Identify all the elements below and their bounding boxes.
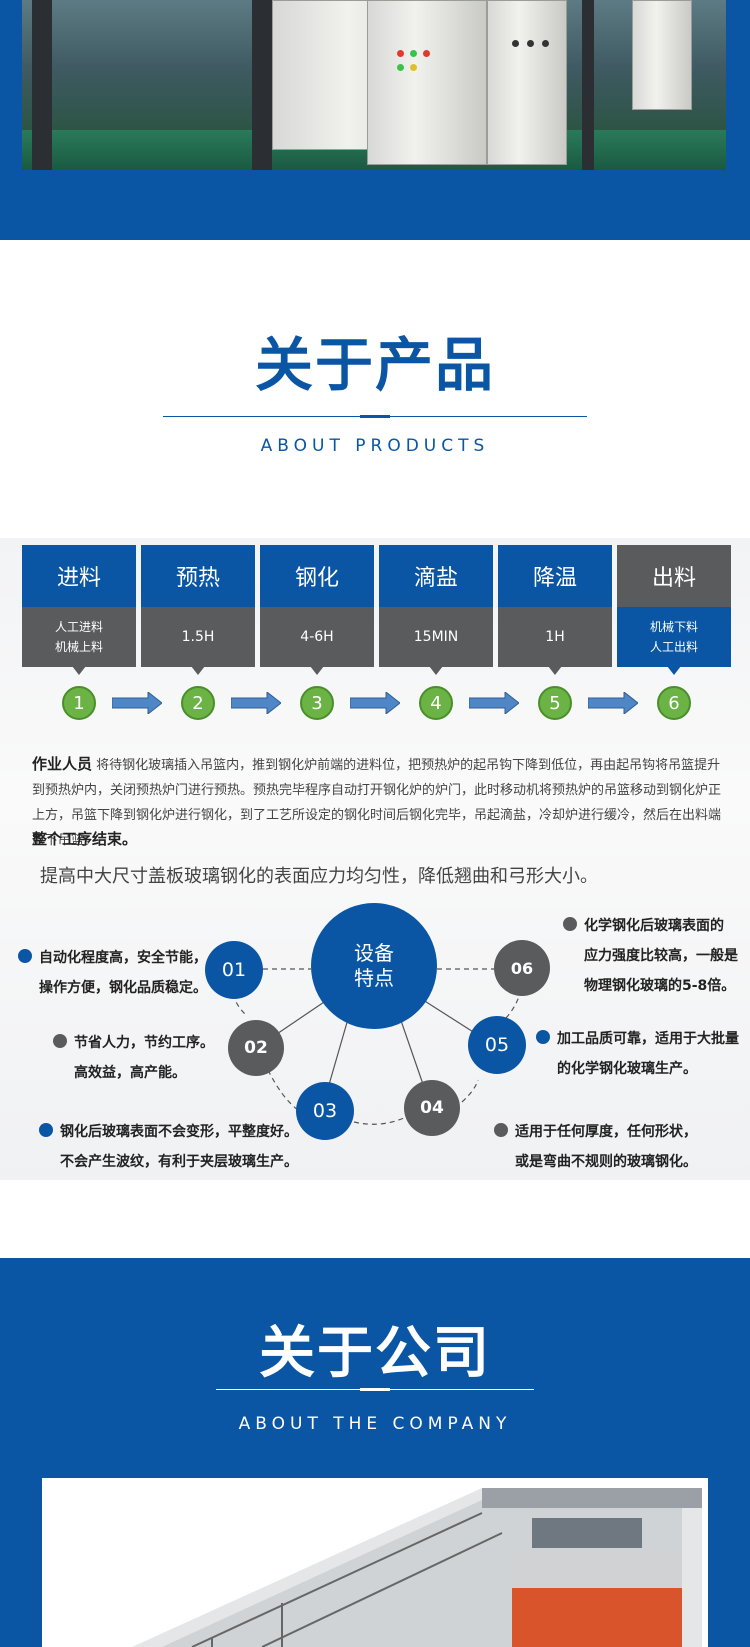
feature-01-line-2: 操作方便，钢化品质稳定。 — [39, 980, 207, 996]
step-1-name: 进料 — [22, 545, 136, 607]
feature-06-line-1: 化学钢化后玻璃表面的 — [584, 918, 724, 934]
step-value-line: 15MIN — [413, 629, 459, 645]
bullet-icon — [53, 1034, 67, 1048]
step-5-name: 降温 — [498, 545, 612, 607]
arrow-right-icon — [588, 692, 638, 714]
step-value-line: 机械上料 — [54, 640, 103, 654]
bullet-icon — [563, 917, 577, 931]
node-01: 01 — [205, 941, 263, 999]
bullet-icon — [536, 1030, 550, 1044]
step-value-line: 1H — [545, 629, 565, 645]
center-node: 设备 特点 — [311, 903, 437, 1029]
center-label-1: 设备 — [354, 941, 394, 965]
dash-04-05 — [461, 1079, 479, 1103]
step-pointer — [548, 666, 562, 675]
step-value-line: 1.5H — [181, 629, 215, 645]
step-value-line: 人工出料 — [649, 640, 698, 654]
step-1-number: 1 — [62, 686, 96, 720]
step-pointer — [429, 666, 443, 675]
step-2-value: 1.5H — [141, 607, 255, 667]
feature-02-line-2: 高效益，高产能。 — [74, 1065, 186, 1081]
desc-lead: 作业人员 — [32, 755, 93, 773]
feature-04-line-1: 适用于任何厚度，任何形状， — [515, 1124, 697, 1140]
building-illustration — [132, 1488, 702, 1647]
node-05: 05 — [468, 1016, 526, 1074]
node-03: 03 — [296, 1082, 354, 1140]
step-pointer — [667, 666, 681, 675]
bullet-icon — [494, 1123, 508, 1137]
bullet-icon — [18, 949, 32, 963]
feature-06-line-3: 物理钢化玻璃的5-8倍。 — [584, 978, 736, 994]
feature-04-line-2: 或是弯曲不规则的玻璃钢化。 — [515, 1154, 697, 1170]
step-value-line: 人工进料 — [54, 620, 103, 634]
spoke-04 — [397, 1011, 426, 1091]
feature-item-05: 加工品质可靠，适用于大批量 的化学钢化玻璃生产。 — [536, 1024, 739, 1084]
process-description: 作业人员 将待钢化玻璃插入吊篮内，推到钢化炉前端的进料位，把预热炉的起吊钩下降到… — [32, 752, 732, 853]
spoke-05 — [419, 997, 479, 1036]
dash-05-06 — [505, 993, 521, 1019]
node-02: 02 — [228, 1020, 284, 1076]
step-value-line: 机械下料 — [649, 620, 698, 634]
step-value-line: 4-6H — [300, 629, 334, 645]
feature-03-line-1: 钢化后玻璃表面不会变形，平整度好。 — [60, 1124, 298, 1140]
dash-02-03 — [267, 1069, 299, 1111]
step-2-number: 2 — [181, 686, 215, 720]
bullet-icon — [39, 1123, 53, 1137]
feature-05-line-1: 加工品质可靠，适用于大批量 — [557, 1031, 739, 1047]
step-6-value: 机械下料人工出料 — [617, 607, 731, 667]
step-pointer — [191, 666, 205, 675]
feature-02-line-1: 节省人力，节约工序。 — [74, 1035, 214, 1051]
step-3-value: 4-6H — [260, 607, 374, 667]
features-diagram: 设备 特点 01 02 03 04 05 06 自动化程度高，安全节能， 操作方… — [0, 890, 750, 1180]
feature-subline: 提高中大尺寸盖板玻璃钢化的表面应力均匀性，降低翘曲和弓形大小。 — [40, 866, 598, 887]
feature-01-line-1: 自动化程度高，安全节能， — [39, 950, 207, 966]
desc-text: 将待钢化玻璃插入吊篮内，推到钢化炉前端的进料位，把预热炉的起吊钩下降到低位，再由… — [32, 758, 722, 848]
feature-06-line-2: 应力强度比较高，一般是 — [584, 948, 738, 964]
center-label-2: 特点 — [354, 966, 394, 990]
step-1-value: 人工进料机械上料 — [22, 607, 136, 667]
step-6-number: 6 — [657, 686, 691, 720]
step-5-value: 1H — [498, 607, 612, 667]
step-pointer — [72, 666, 86, 675]
products-subtitle: ABOUT PRODUCTS — [260, 436, 490, 456]
feature-item-02: 节省人力，节约工序。 高效益，高产能。 — [53, 1028, 214, 1088]
dash-03-04 — [353, 1117, 405, 1125]
node-06: 06 — [494, 940, 550, 996]
step-pointer — [310, 666, 324, 675]
step-3-number: 3 — [300, 686, 334, 720]
feature-item-01: 自动化程度高，安全节能， 操作方便，钢化品质稳定。 — [18, 943, 207, 1003]
company-subtitle: ABOUT THE COMPANY — [238, 1414, 512, 1434]
step-4-value: 15MIN — [379, 607, 493, 667]
step-4-number: 4 — [419, 686, 453, 720]
step-6-name: 出料 — [617, 545, 731, 607]
products-title: 关于产品 — [254, 331, 495, 399]
step-4-name: 滴盐 — [379, 545, 493, 607]
company-title: 关于公司 — [259, 1321, 491, 1386]
step-3-name: 钢化 — [260, 545, 374, 607]
company-building-photo — [42, 1478, 708, 1647]
feature-item-04: 适用于任何厚度，任何形状， 或是弯曲不规则的玻璃钢化。 — [494, 1117, 697, 1177]
feature-05-line-2: 的化学钢化玻璃生产。 — [557, 1061, 697, 1077]
feature-item-06: 化学钢化后玻璃表面的 应力强度比较高，一般是 物理钢化玻璃的5-8倍。 — [563, 911, 738, 1001]
step-2-name: 预热 — [141, 545, 255, 607]
top-banner-band — [0, 0, 750, 240]
feature-03-line-2: 不会产生波纹，有利于夹层玻璃生产。 — [60, 1154, 298, 1170]
desc-end: 整个工序结束。 — [32, 830, 138, 848]
arrow-right-icon — [112, 692, 162, 714]
node-04: 04 — [404, 1080, 460, 1136]
arrow-right-icon — [469, 692, 519, 714]
step-5-number: 5 — [538, 686, 572, 720]
arrow-right-icon — [231, 692, 281, 714]
arrow-right-icon — [350, 692, 400, 714]
feature-item-03: 钢化后玻璃表面不会变形，平整度好。 不会产生波纹，有利于夹层玻璃生产。 — [39, 1117, 298, 1177]
factory-photo — [22, 0, 726, 170]
